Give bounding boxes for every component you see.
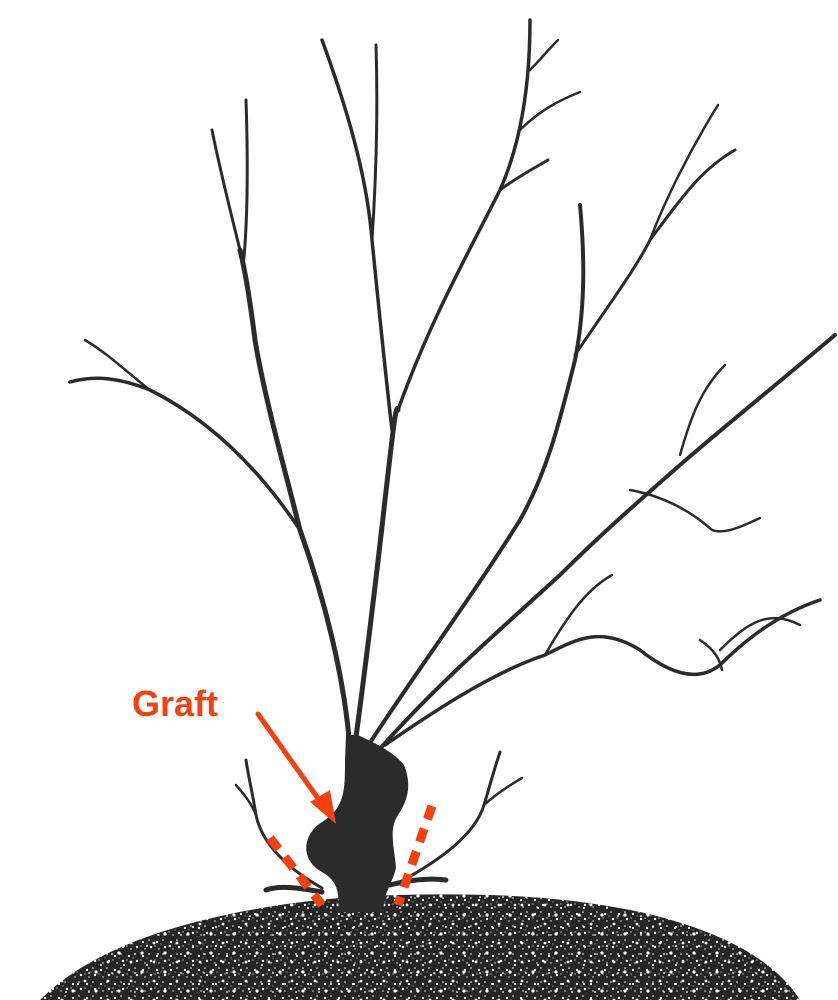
cut-line-right <box>398 806 432 905</box>
graft-label: Graft <box>132 684 218 724</box>
graft-arrow <box>258 714 336 824</box>
soil-mound <box>40 894 800 1000</box>
tree-branches <box>70 20 835 758</box>
